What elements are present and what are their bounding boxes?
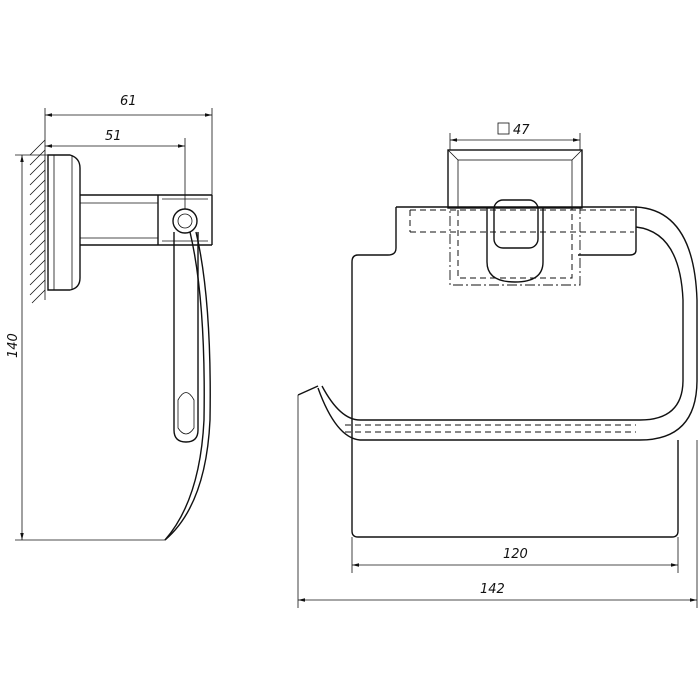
- cover-plate: [351, 206, 679, 538]
- square-base: [447, 149, 583, 286]
- dimension-cover-width: 120: [351, 537, 679, 573]
- dimension-overall-depth: 61: [44, 94, 213, 195]
- side-cover-profile: [164, 231, 211, 541]
- wall-flange: [47, 154, 81, 291]
- hinge-block: [486, 199, 544, 283]
- dim-label-height: 140: [6, 333, 21, 358]
- side-rod: [173, 232, 199, 443]
- front-view: 47 120 142: [297, 122, 698, 608]
- square-symbol-icon: [497, 122, 510, 135]
- dim-label-cover-width: 120: [503, 547, 528, 562]
- dimension-overall-width: 142: [297, 395, 698, 608]
- paper-rod: [297, 206, 698, 441]
- side-view: 61 51 140: [6, 94, 213, 541]
- hinge-pin: [172, 208, 198, 234]
- dimension-base-square: 47: [449, 122, 581, 150]
- dim-label-bar-depth: 51: [105, 129, 122, 144]
- dim-label-base-square: 47: [513, 123, 530, 138]
- dim-label-overall-width: 142: [480, 582, 505, 597]
- wall-hatching: [29, 135, 46, 304]
- dimension-height: 140: [6, 154, 165, 541]
- dim-label-overall-depth: 61: [120, 94, 137, 109]
- dimension-bar-depth: 51: [45, 129, 186, 209]
